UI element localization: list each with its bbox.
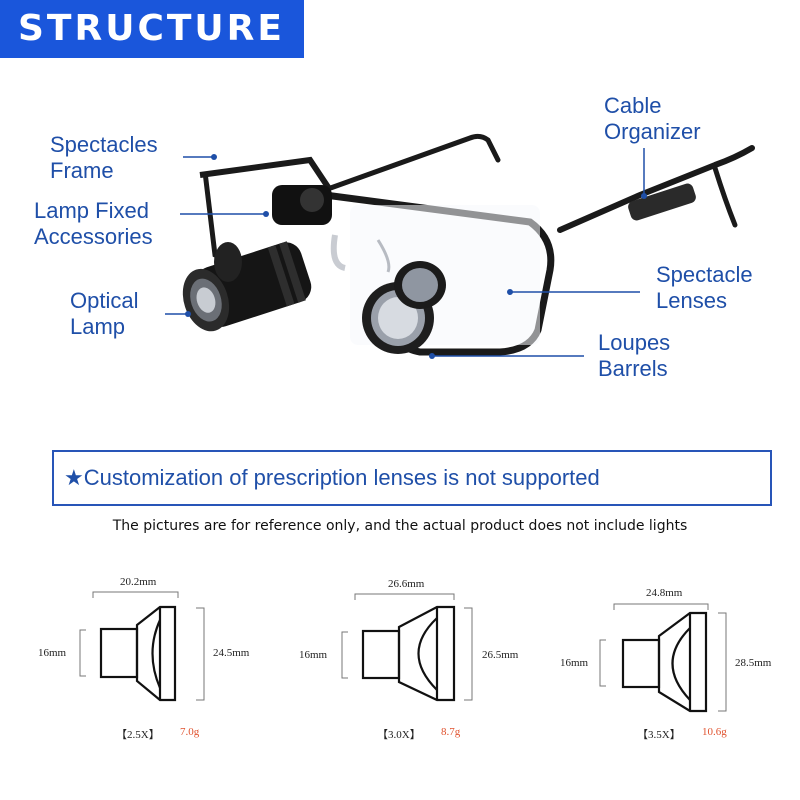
loupe-glasses-illustration: [165, 133, 755, 359]
weight-label: 7.0g: [180, 726, 200, 738]
dim-left-height: 16mm: [299, 649, 328, 661]
structure-banner: STRUCTURE: [0, 0, 304, 58]
dim-right-height: 24.5mm: [213, 647, 250, 659]
weight-label: 10.6g: [702, 726, 727, 738]
dim-top-width: 20.2mm: [120, 576, 157, 588]
prescription-notice-text: ★Customization of prescription lenses is…: [64, 465, 600, 490]
prescription-notice-box: ★Customization of prescription lenses is…: [52, 450, 772, 506]
reference-note: The pictures are for reference only, and…: [112, 518, 688, 534]
weight-label: 8.7g: [441, 726, 461, 738]
dim-top-width: 26.6mm: [388, 578, 425, 590]
dim-left-height: 16mm: [560, 657, 589, 669]
loupe-diagram-3-5x: [621, 611, 708, 713]
loupe-diagram-3-0x: [361, 605, 456, 702]
dim-left-height: 16mm: [38, 647, 67, 659]
banner-title: STRUCTURE: [18, 8, 285, 49]
dim-right-height: 28.5mm: [735, 657, 772, 669]
loupe-diagram-2-5x: [99, 605, 177, 702]
magnification-label: 【3.5X】: [637, 729, 681, 741]
magnification-label: 【2.5X】: [116, 729, 160, 741]
magnification-label: 【3.0X】: [377, 729, 421, 741]
dim-top-width: 24.8mm: [646, 587, 683, 599]
dim-right-height: 26.5mm: [482, 649, 519, 661]
